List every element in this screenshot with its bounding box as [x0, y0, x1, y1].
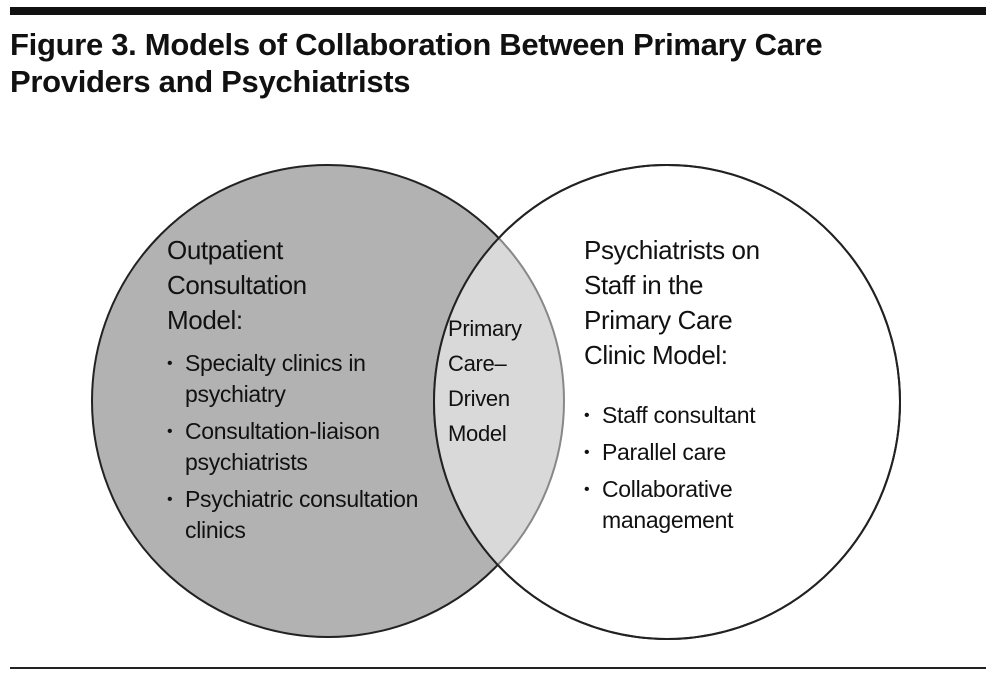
right-heading-line: Clinic Model: [584, 340, 728, 370]
right-heading: Psychiatrists on Staff in the Primary Ca… [584, 233, 760, 373]
left-heading-line: Consultation [167, 270, 307, 300]
overlap-line: Driven [448, 386, 510, 411]
list-item: Consultation-liaison psychiatrists [167, 416, 437, 478]
right-heading-line: Psychiatrists on [584, 235, 760, 265]
overlap-line: Primary [448, 316, 522, 341]
overlap-label: Primary Care– Driven Model [448, 311, 558, 451]
list-item: Psychiatric consultation clinics [167, 484, 437, 546]
bottom-rule [10, 667, 986, 669]
top-rule [10, 7, 986, 15]
overlap-line: Care– [448, 351, 507, 376]
left-heading-line: Outpatient [167, 235, 283, 265]
figure-title: Figure 3. Models of Collaboration Betwee… [10, 27, 823, 99]
list-item: Collaborative management [584, 474, 784, 536]
left-bullets: Specialty clinics in psychiatry Consulta… [167, 348, 437, 552]
right-heading-line: Primary Care [584, 305, 733, 335]
overlap-line: Model [448, 421, 507, 446]
list-item: Specialty clinics in psychiatry [167, 348, 437, 410]
right-bullets: Staff consultant Parallel care Collabora… [584, 400, 784, 542]
left-heading-line: Model: [167, 305, 243, 335]
right-heading-line: Staff in the [584, 270, 704, 300]
list-item: Parallel care [584, 437, 784, 468]
left-heading: Outpatient Consultation Model: [167, 233, 307, 338]
list-item: Staff consultant [584, 400, 784, 431]
